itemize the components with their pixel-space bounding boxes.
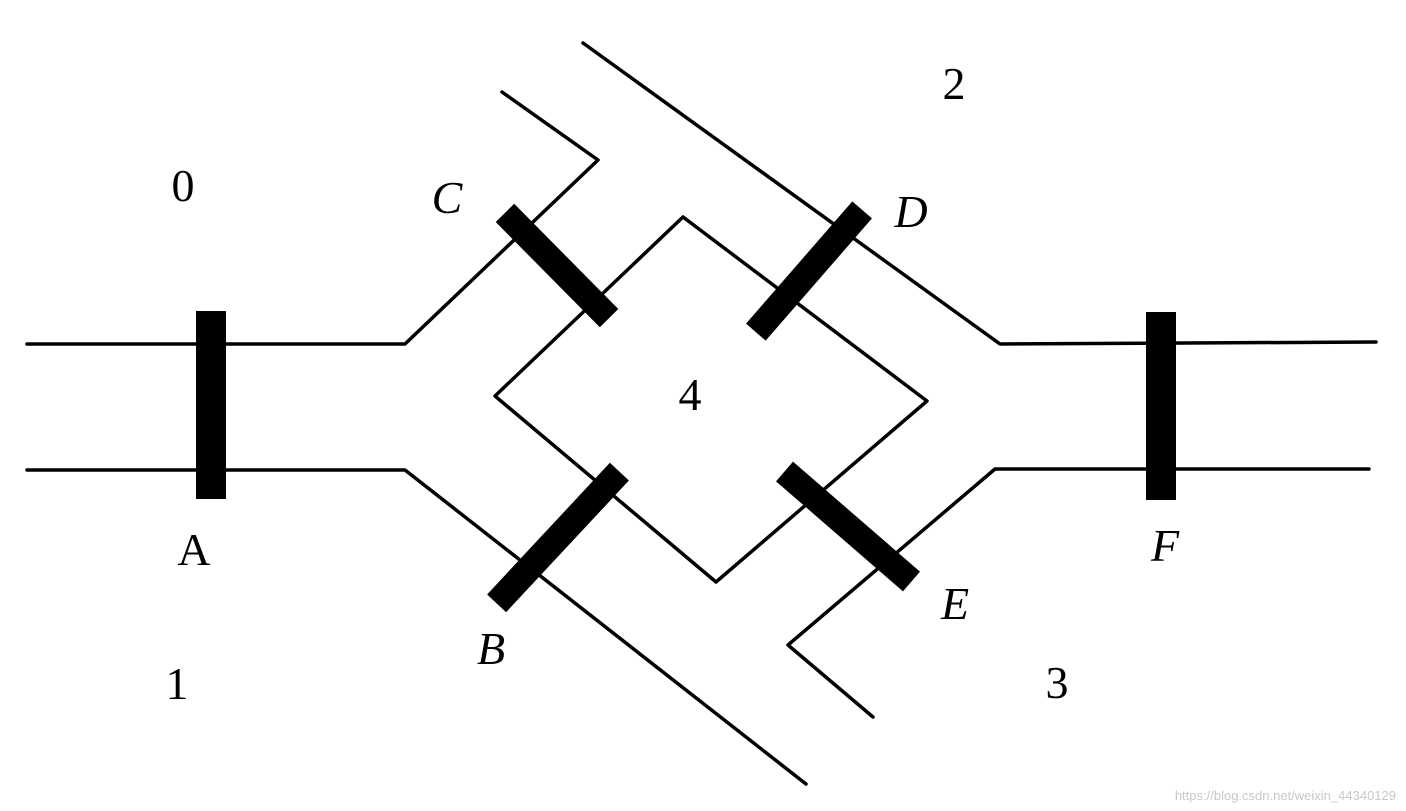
door-d[interactable] (746, 201, 872, 341)
walls (25, 41, 1378, 786)
wall-left-bottom (25, 468, 808, 786)
wall-right-bottom (786, 467, 1371, 719)
door-labels: A B C D E F (177, 172, 1180, 674)
room-label-2: 2 (943, 58, 966, 109)
door-label-b: B (477, 623, 505, 674)
door-label-e: E (940, 578, 969, 629)
door-label-d: D (893, 186, 927, 237)
watermark: https://blog.csdn.net/weixin_44340129 (1175, 788, 1396, 803)
room-label-0: 0 (172, 160, 195, 211)
room-4-walls (493, 215, 929, 584)
room-label-3: 3 (1046, 657, 1069, 708)
door-b[interactable] (487, 462, 629, 613)
door-c[interactable] (495, 203, 619, 328)
door-label-c: C (432, 172, 464, 223)
room-label-4: 4 (679, 369, 702, 420)
room-label-1: 1 (166, 658, 189, 709)
door-a[interactable] (196, 311, 226, 499)
wall-right-top (581, 41, 1378, 346)
door-label-f: F (1150, 520, 1180, 571)
door-f[interactable] (1146, 312, 1176, 500)
door-e[interactable] (775, 461, 921, 592)
doors (196, 201, 1176, 613)
door-label-a: A (177, 524, 210, 575)
room-labels: 0 1 2 3 4 (166, 58, 1069, 709)
